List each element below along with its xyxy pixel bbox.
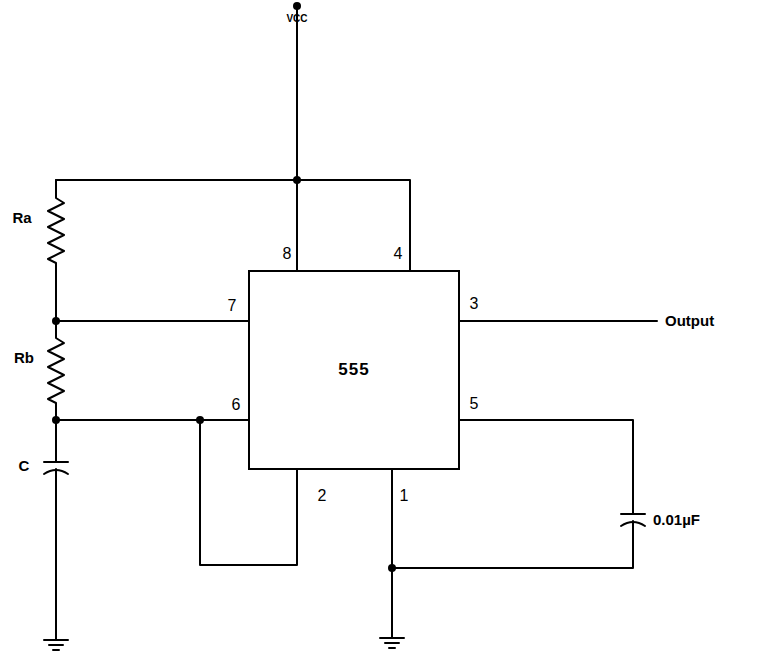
supply-label: VCC (285, 13, 308, 24)
pin5-wire (460, 420, 633, 514)
signal-name: Output (664, 313, 715, 330)
junction-dot (293, 176, 301, 184)
junction-dot (52, 416, 60, 424)
pin-number: 5 (469, 395, 480, 413)
ground-symbol (44, 640, 68, 650)
capacitor-lead (55, 469, 57, 640)
junction-dot (52, 317, 60, 325)
vcc-wire (296, 6, 298, 270)
output-wire (460, 320, 657, 322)
chip-label: 555 (338, 360, 369, 380)
component-label: Ra (11, 210, 32, 227)
pin-number: 8 (282, 245, 293, 263)
capacitor-plate (621, 513, 645, 515)
pin-number: 7 (227, 297, 238, 315)
capacitor-plate (44, 461, 68, 463)
capacitor-lead (392, 521, 633, 568)
ground-symbol (380, 638, 404, 648)
junction-dot (196, 416, 204, 424)
top-rail (56, 180, 410, 270)
pin-number: 2 (317, 487, 328, 505)
component-label: Rb (13, 350, 35, 367)
vcc-terminal (293, 2, 301, 10)
resistor-symbol (48, 180, 64, 321)
pin6-wire (56, 419, 248, 421)
component-label: C (18, 458, 31, 475)
pin-number: 4 (393, 245, 404, 263)
component-value: 0.01µF (652, 512, 701, 529)
pin7-wire (56, 320, 248, 322)
junction-dot (388, 564, 396, 572)
ic-chip-box: 555 (248, 270, 460, 470)
pin-number: 1 (399, 487, 410, 505)
capacitor-lead (55, 420, 57, 462)
pin-number: 3 (469, 295, 480, 313)
pin-number: 6 (231, 396, 242, 414)
resistor-symbol (48, 321, 64, 420)
pin1-wire (391, 470, 393, 638)
